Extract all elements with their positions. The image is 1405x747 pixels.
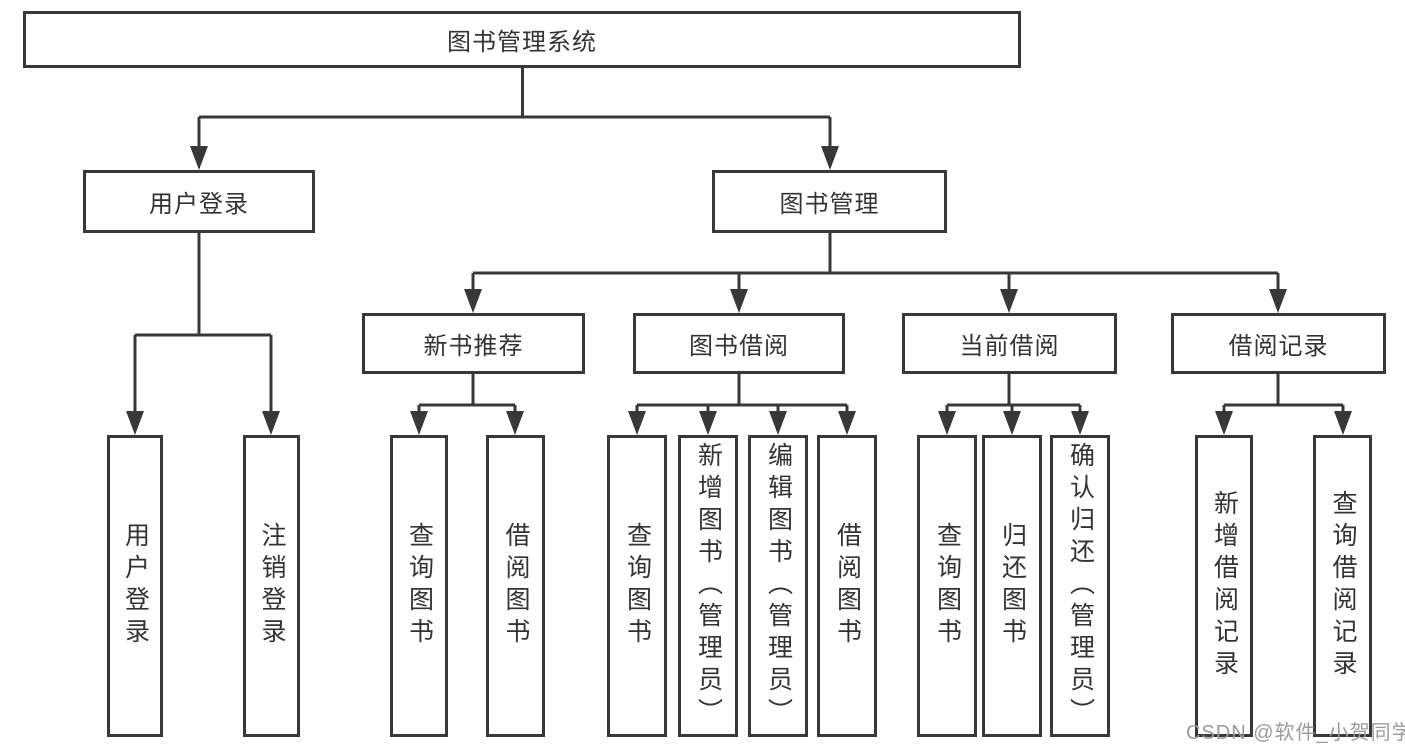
leaf-logout: 注销登录: [243, 435, 300, 737]
node-new-book-recommend-label: 新书推荐: [423, 333, 524, 360]
arrowhead-new-book: [464, 289, 482, 313]
node-borrowing-records-label: 借阅记录: [1228, 333, 1329, 360]
leaf-edit-books-admin: 编辑图书（管理员）: [748, 435, 808, 737]
arrowhead-current-borrowing: [1000, 289, 1018, 313]
leaf-borrow-books-borrowing: 借阅图书: [817, 435, 877, 737]
leaf-user-login-label: 用户登录: [121, 522, 150, 650]
csdn-watermark: CSDN @软件_小贺同学: [1186, 722, 1405, 744]
node-current-borrowing: 当前借阅: [902, 313, 1117, 374]
arrowhead-b1: [410, 411, 428, 435]
leaf-query-books-borrowing-label: 查询图书: [623, 522, 652, 650]
leaf-return-books: 归还图书: [982, 435, 1042, 737]
arrowhead-c3: [769, 411, 787, 435]
arrowhead-d2: [1003, 411, 1021, 435]
arrowhead-c1: [628, 411, 646, 435]
leaf-query-books-recommend: 查询图书: [390, 435, 448, 737]
arrowhead-book-management: [821, 146, 839, 170]
arrowhead-c4: [838, 411, 856, 435]
node-book-borrowing-label: 图书借阅: [689, 333, 789, 360]
node-root: 图书管理系统: [23, 11, 1021, 68]
node-current-borrowing-label: 当前借阅: [959, 333, 1060, 360]
arrowhead-e2: [1334, 411, 1352, 435]
leaf-user-login: 用户登录: [107, 435, 163, 737]
node-book-management-label: 图书管理: [779, 191, 880, 218]
leaf-confirm-return-admin: 确认归还（管理员）: [1050, 435, 1110, 737]
arrowhead-b2: [506, 411, 524, 435]
leaf-confirm-return-admin-label: 确认归还（管理员）: [1066, 442, 1095, 730]
leaf-add-borrow-record: 新增借阅记录: [1195, 435, 1253, 737]
leaf-query-books-recommend-label: 查询图书: [405, 522, 434, 650]
node-borrowing-records: 借阅记录: [1171, 313, 1386, 374]
leaf-query-borrow-record-label: 查询借阅记录: [1329, 490, 1357, 682]
leaf-query-books-current-label: 查询图书: [933, 522, 962, 650]
leaf-logout-label: 注销登录: [258, 522, 286, 650]
arrowhead-e1: [1215, 411, 1233, 435]
node-user-login-label: 用户登录: [149, 191, 249, 218]
arrowhead-borrowing-records: [1269, 289, 1287, 313]
leaf-borrow-books-borrowing-label: 借阅图书: [833, 522, 862, 650]
node-user-login: 用户登录: [83, 170, 315, 233]
node-new-book-recommend: 新书推荐: [362, 313, 585, 374]
node-book-borrowing: 图书借阅: [633, 313, 845, 374]
leaf-borrow-books-recommend: 借阅图书: [486, 435, 545, 737]
arrowhead-leaf-logout: [262, 411, 280, 435]
leaf-query-books-borrowing: 查询图书: [607, 435, 667, 737]
leaf-return-books-label: 归还图书: [998, 522, 1027, 650]
arrowhead-c2: [699, 411, 717, 435]
leaf-query-borrow-record: 查询借阅记录: [1313, 435, 1372, 737]
arrowhead-leaf-login: [126, 411, 144, 435]
leaf-add-books-admin-label: 新增图书（管理员）: [694, 442, 723, 730]
leaf-add-books-admin: 新增图书（管理员）: [678, 435, 738, 737]
arrowhead-d1: [938, 411, 956, 435]
node-root-label: 图书管理系统: [447, 29, 597, 56]
arrowhead-d3: [1071, 411, 1089, 435]
arrowhead-user-login: [190, 146, 208, 170]
node-book-management: 图书管理: [712, 170, 947, 233]
leaf-edit-books-admin-label: 编辑图书（管理员）: [764, 442, 793, 730]
leaf-add-borrow-record-label: 新增借阅记录: [1210, 490, 1239, 682]
leaf-query-books-current: 查询图书: [917, 435, 977, 737]
leaf-borrow-books-recommend-label: 借阅图书: [502, 522, 530, 650]
arrowhead-book-borrowing: [730, 289, 748, 313]
